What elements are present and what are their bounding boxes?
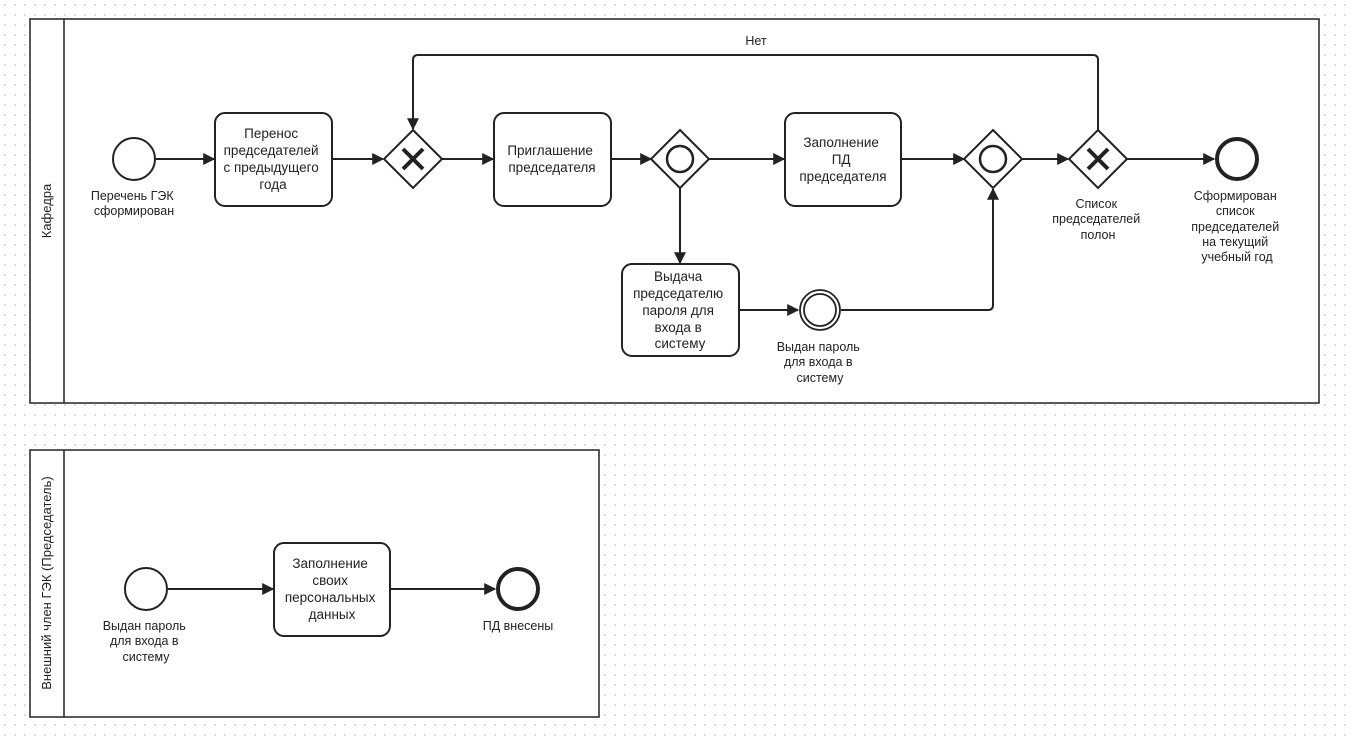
task-fill-own-data[interactable]: Заполнение своих персональных данных (273, 542, 391, 637)
task-invite-text: Приглашение председателя (507, 143, 596, 175)
pool-kafedra-label: Кафедра (39, 183, 54, 238)
end-event-pd-entered[interactable] (496, 567, 540, 611)
flow-no-label: Нет (745, 34, 767, 48)
start-event-password-label: Выдан пароль для входа в систему (103, 619, 190, 664)
circle-mark-icon (978, 144, 1008, 174)
x-mark-icon (1086, 147, 1110, 171)
x-mark-icon (401, 147, 425, 171)
end-event-pd-label: ПД внесены (483, 619, 554, 633)
task-issue-password-text: Выдача председателю пароля для входа в с… (633, 269, 727, 351)
gateway-xor-merge[interactable] (382, 128, 444, 190)
task-transfer-chairmen[interactable]: Перенос председателей с предыдущего года (214, 112, 333, 207)
task-transfer-text: Перенос председателей с предыдущего года (223, 126, 322, 192)
sequence-flows: Нет (156, 34, 1216, 316)
flow-no-loop[interactable] (407, 54, 1099, 131)
task-invite-chairman[interactable]: Приглашение председателя (493, 112, 612, 207)
task-fill-own-text: Заполнение своих персональных данных (285, 556, 379, 622)
gateway-list-full[interactable] (1067, 128, 1129, 190)
gateway-inclusive-split[interactable] (649, 128, 711, 190)
task-fill-pd[interactable]: Заполнение ПД председателя (784, 112, 902, 207)
intermediate-event-password-issued[interactable] (799, 289, 841, 331)
circle-mark-icon (665, 144, 695, 174)
end-event-list-formed[interactable] (1215, 137, 1259, 181)
end-event-list-formed-label: Сформирован список председателей на теку… (1191, 189, 1282, 264)
start-event-gek-list-label: Перечень ГЭК сформирован (91, 189, 177, 218)
start-event-password-received[interactable] (124, 567, 168, 611)
gateway-inclusive-join[interactable] (962, 128, 1024, 190)
task-fill-pd-text: Заполнение ПД председателя (799, 135, 886, 184)
flow-inter-to-join[interactable] (841, 187, 999, 311)
start-event-gek-list[interactable] (112, 137, 156, 181)
pool-external-label: Внешний член ГЭК (Председатель) (39, 476, 54, 689)
intermediate-event-label: Выдан пароль для входа в систему (777, 340, 864, 385)
gateway-list-full-label: Список председателей полон (1052, 197, 1143, 242)
task-issue-password[interactable]: Выдача председателю пароля для входа в с… (621, 263, 740, 357)
